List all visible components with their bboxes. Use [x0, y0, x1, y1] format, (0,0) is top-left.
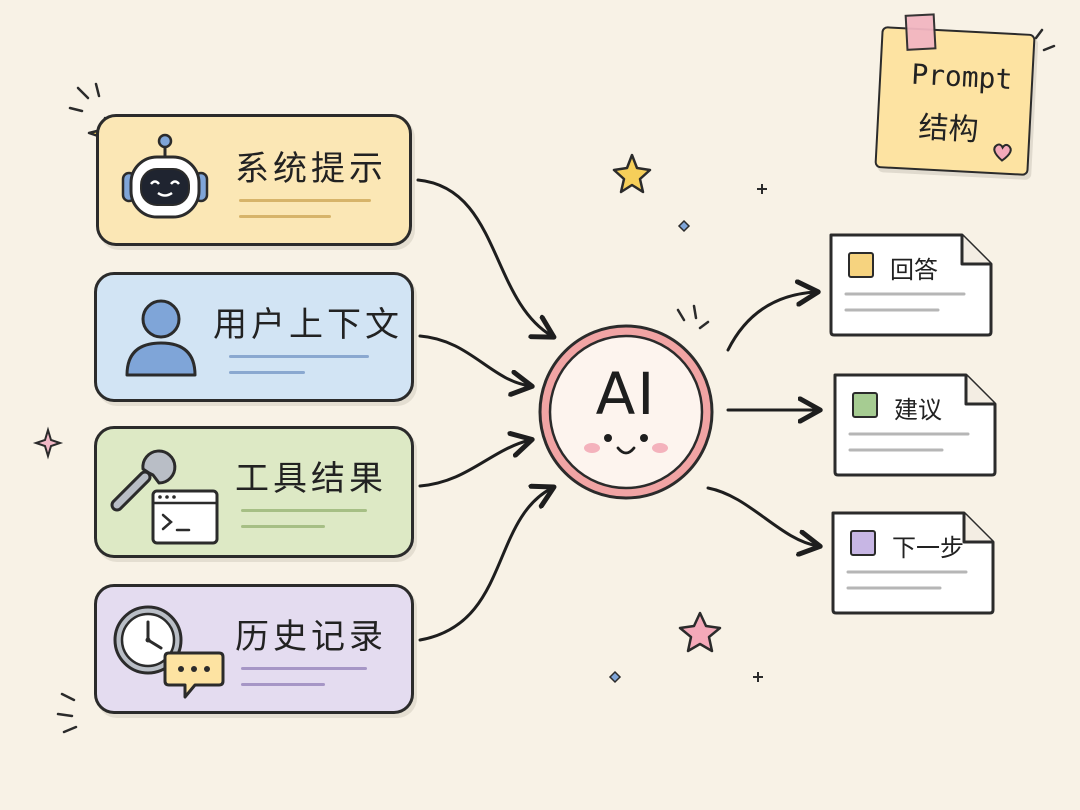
text-line: [241, 509, 367, 512]
output-label: 下一步: [892, 534, 964, 562]
star-pink-icon: [678, 611, 722, 653]
arrow-ai-to-next: [706, 486, 818, 546]
wrench-icon: [110, 449, 177, 512]
output-card-suggestion: 建议: [832, 372, 997, 477]
eye: [640, 434, 648, 442]
input-label: 系统提示: [235, 149, 387, 189]
text-line: [241, 667, 367, 670]
arrow-history-to-ai: [418, 488, 552, 642]
dot-marks: [608, 219, 691, 684]
arrow-ai-to-answer: [726, 292, 816, 352]
arrow-system-to-ai: [416, 178, 552, 336]
robot-icon: [121, 133, 209, 219]
status-square: [852, 392, 878, 418]
output-label: 回答: [890, 256, 938, 284]
ai-node: [538, 304, 714, 500]
chat-bubble-icon: [163, 651, 225, 699]
input-label: 历史记录: [235, 617, 387, 657]
ai-label: AI: [595, 360, 657, 428]
arrow-user-to-ai: [418, 334, 530, 386]
input-card-system-prompt: 系统提示: [96, 114, 412, 246]
status-square: [850, 530, 876, 556]
smile: [616, 446, 636, 455]
eye: [604, 434, 612, 442]
document-shape: [829, 233, 993, 337]
input-label: 用户上下文: [213, 305, 403, 345]
text-line: [239, 215, 331, 218]
user-icon: [125, 299, 197, 377]
sparkle-pink-icon: [32, 426, 64, 460]
document-shape: [831, 511, 995, 615]
output-card-next-step: 下一步: [830, 510, 995, 615]
text-line: [241, 683, 325, 686]
text-line: [239, 199, 371, 202]
sparkle-icon: [68, 82, 101, 113]
text-line: [229, 371, 305, 374]
cheek: [584, 443, 600, 453]
input-card-user-context: 用户上下文: [94, 272, 414, 402]
dash-marks: [56, 692, 78, 734]
heart-icon: [993, 143, 1012, 162]
input-label: 工具结果: [235, 459, 387, 499]
input-card-tool-results: 工具结果: [94, 426, 414, 558]
input-card-history: 历史记录: [94, 584, 414, 714]
star-yellow-icon: [612, 153, 652, 194]
status-square: [848, 252, 874, 278]
document-shape: [833, 373, 997, 477]
output-label: 建议: [894, 396, 942, 424]
plus-marks: [753, 184, 767, 682]
text-line: [241, 525, 325, 528]
cheek: [652, 443, 668, 453]
output-card-answer: 回答: [828, 232, 993, 337]
terminal-icon: [151, 489, 219, 545]
arrow-tool-to-ai: [418, 440, 530, 488]
sticky-note: Prompt 结构: [874, 13, 1036, 176]
text-line: [229, 355, 369, 358]
